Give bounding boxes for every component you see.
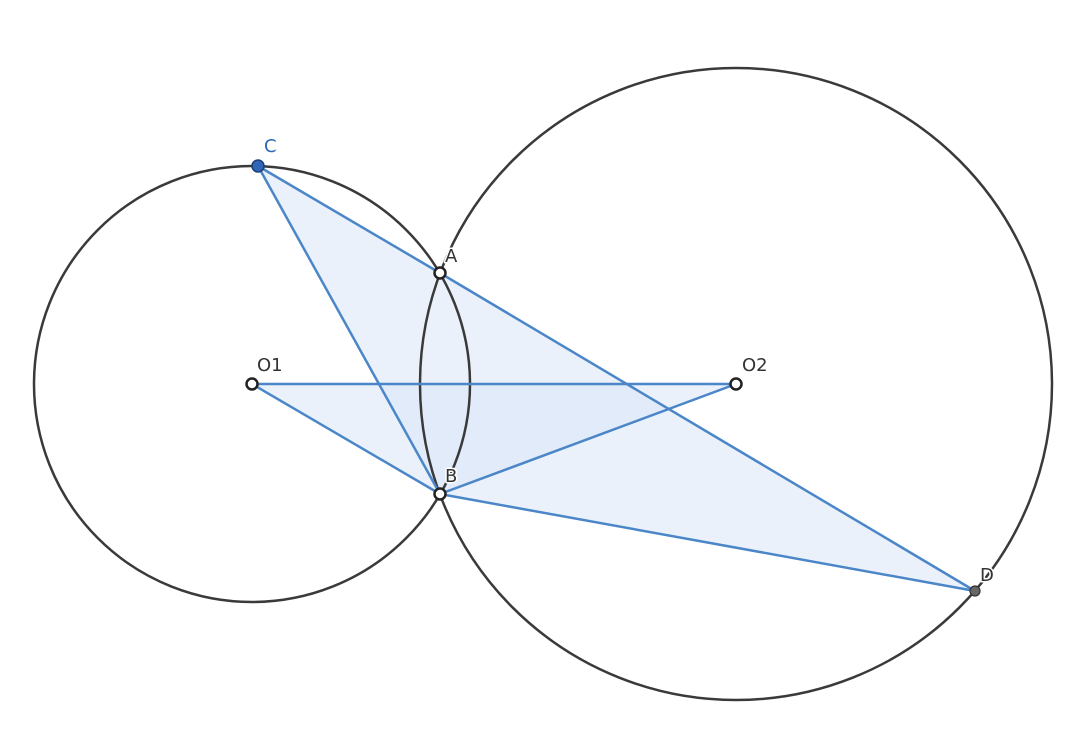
point-C[interactable] [251, 159, 265, 173]
point-D[interactable] [969, 585, 981, 597]
label-A: A [445, 246, 458, 267]
point-O2[interactable] [729, 377, 743, 391]
point-labels: C A O1 O2 B D [257, 136, 995, 588]
segment-C-A[interactable] [256, 164, 442, 275]
point-O1[interactable] [245, 377, 259, 391]
segment-A-D[interactable] [438, 271, 977, 593]
segments [250, 164, 977, 593]
segment-B-D[interactable] [438, 492, 977, 593]
triangle-O1-O2-B [252, 384, 736, 494]
label-O1: O1 [257, 355, 283, 376]
segment-O2-B[interactable] [438, 382, 738, 496]
segment-C-B[interactable] [256, 164, 442, 496]
label-D: D [980, 565, 994, 586]
point-A[interactable] [433, 266, 447, 280]
label-B: B [445, 466, 457, 487]
label-C: C [264, 136, 277, 157]
point-B[interactable] [433, 487, 447, 501]
label-O2: O2 [742, 355, 768, 376]
segment-O1-B[interactable] [250, 382, 442, 496]
points [245, 159, 981, 597]
